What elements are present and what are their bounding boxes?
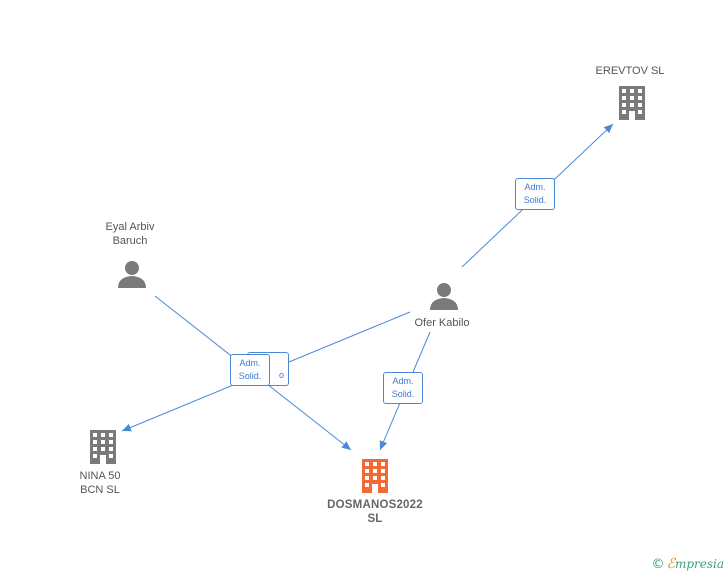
edge-label-ofer-erevtov[interactable]: Adm. Solid.	[515, 178, 555, 210]
node-label-erevtov[interactable]: EREVTOV SL	[595, 65, 665, 77]
building-icon-dosmanos[interactable]	[362, 459, 388, 493]
copyright-icon: ©	[651, 557, 665, 572]
person-icon-ofer[interactable]	[430, 283, 458, 310]
edge-label-eyal-nina[interactable]: Adm. Solid.	[230, 354, 270, 386]
empresia-logo: ©ℰmpresia	[651, 556, 724, 572]
person-icon-eyal[interactable]	[118, 261, 146, 288]
node-label-eyal[interactable]: Eyal Arbiv Baruch	[105, 221, 155, 247]
node-label-nina[interactable]: NINA 50 BCN SL	[79, 470, 121, 496]
node-label-ofer[interactable]: Ofer Kabilo	[414, 317, 470, 329]
node-label-dosmanos[interactable]: DOSMANOS2022 SL	[327, 499, 423, 525]
building-icon-nina[interactable]	[90, 430, 116, 464]
building-icon-erevtov[interactable]	[619, 86, 645, 120]
edge-label-ofer-dosmanos[interactable]: Adm. Solid.	[383, 372, 423, 404]
